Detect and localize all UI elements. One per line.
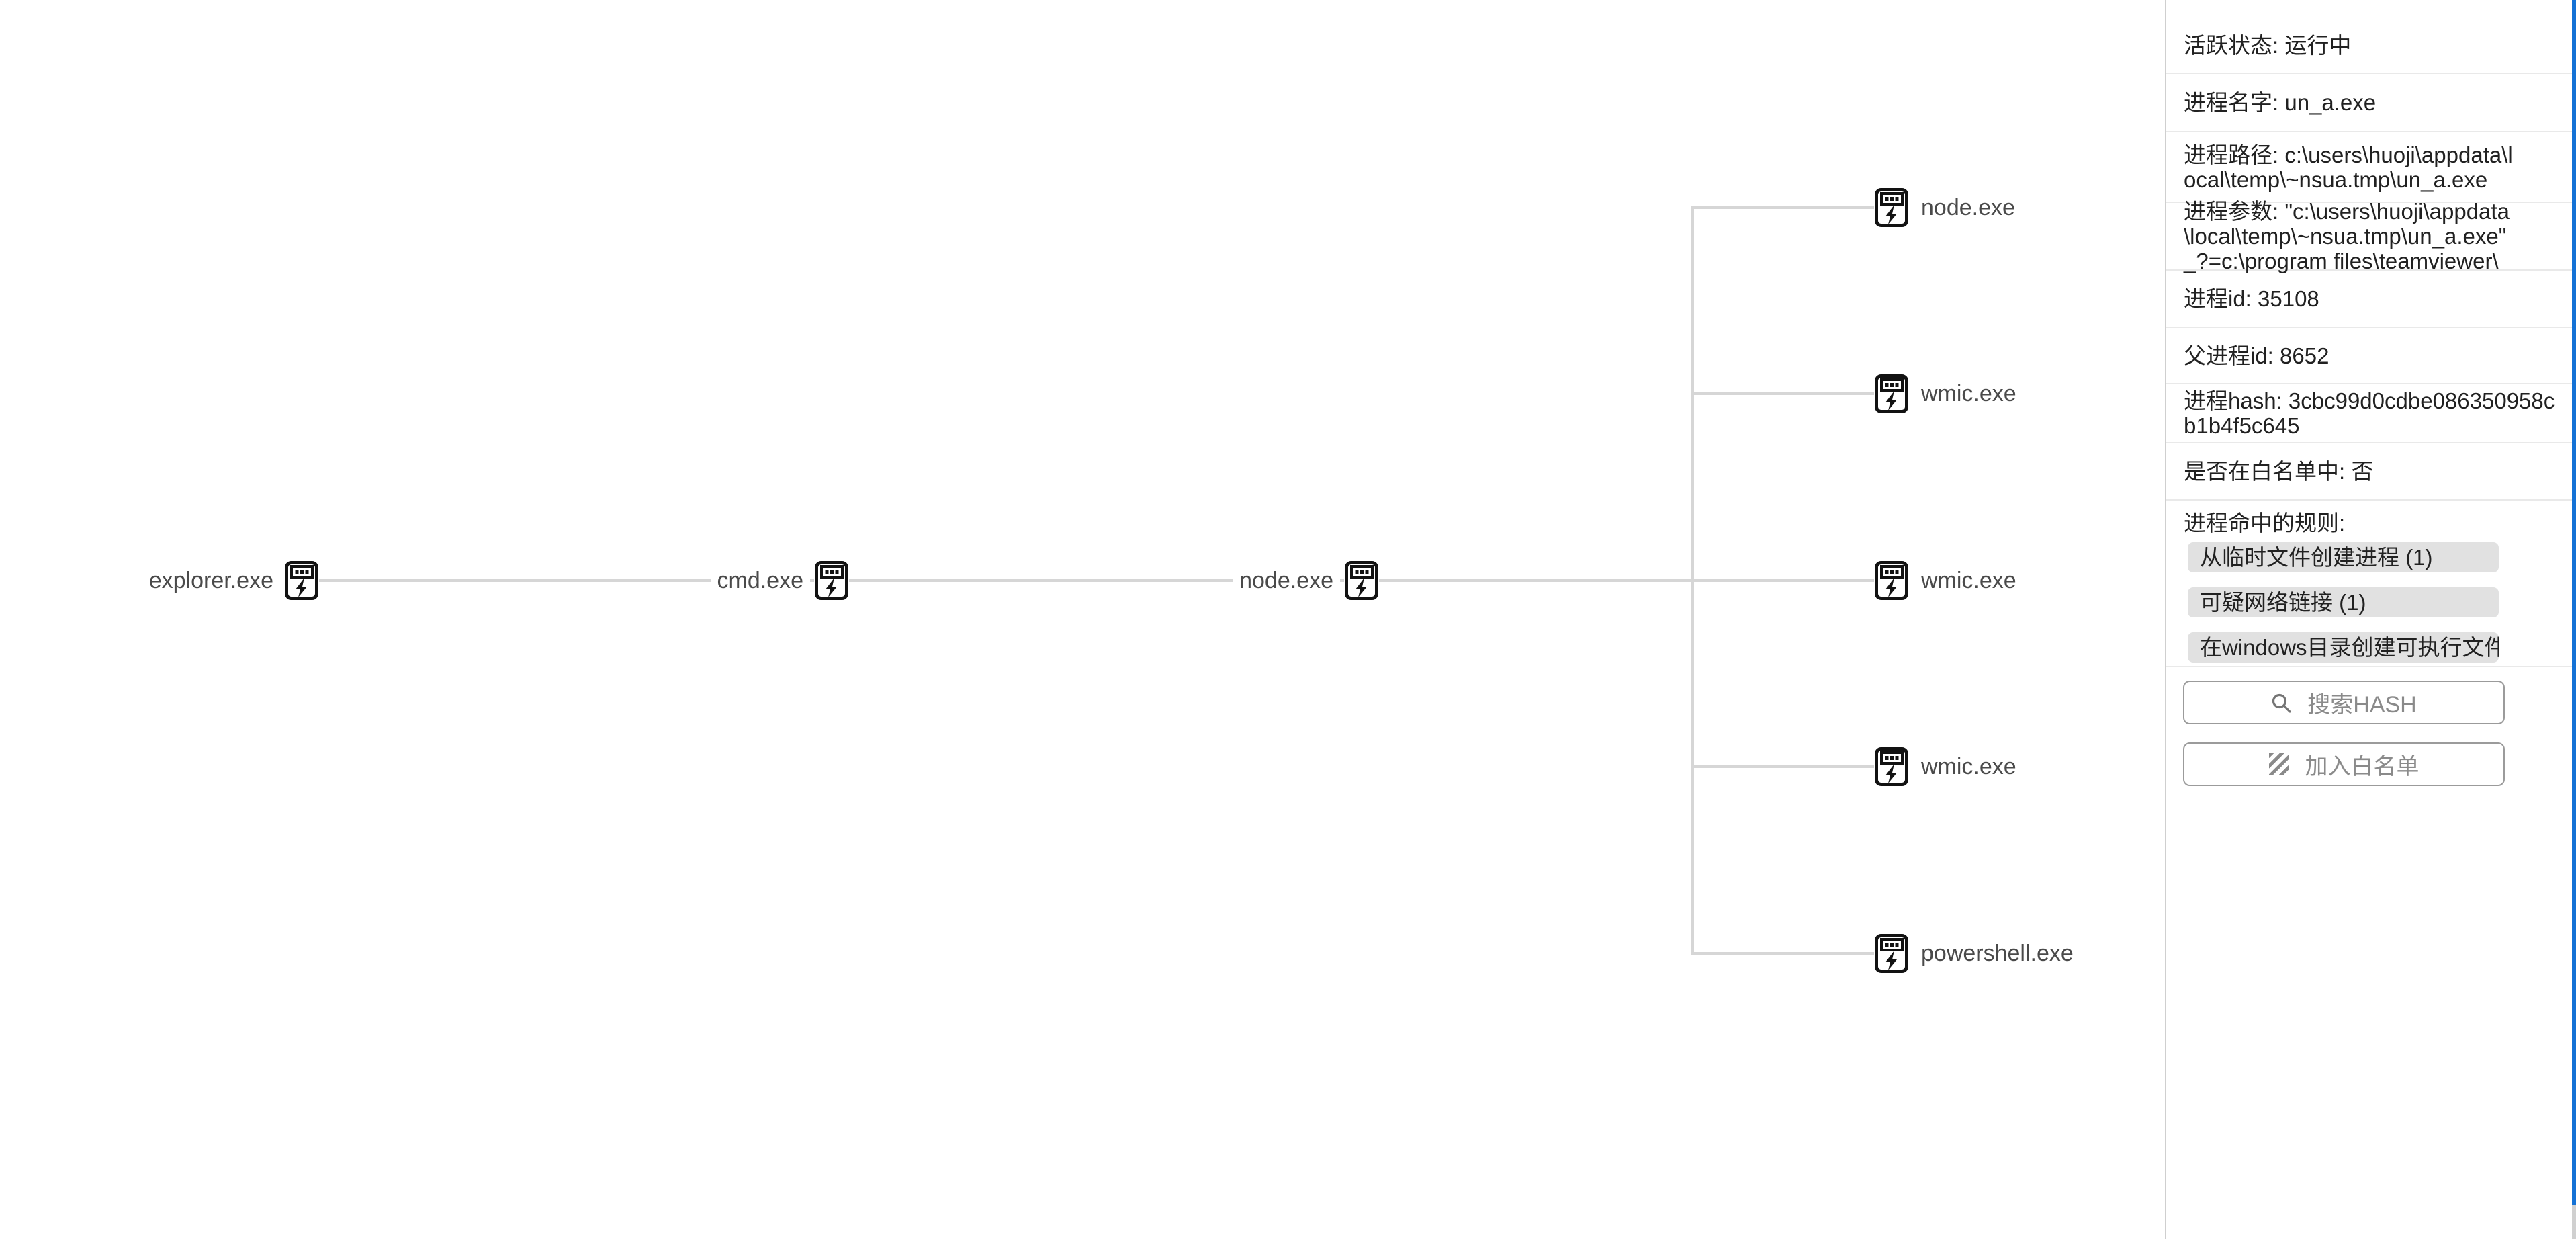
process-icon bbox=[1874, 374, 1909, 414]
detail-row-process-hash: 进程hash: 3cbc99d0cdbe086350958cb1b4f5c645 bbox=[2166, 384, 2576, 443]
detail-row-process-args: 进程参数: "c:\users\huoji\appdata\local\temp… bbox=[2166, 199, 2576, 273]
tree-node-child-wmic-2[interactable]: wmic.exe bbox=[1874, 560, 2023, 601]
tree-node-child-powershell[interactable]: powershell.exe bbox=[1874, 933, 2080, 974]
scrollbar-track[interactable] bbox=[2572, 1205, 2576, 1239]
rule-chip-suspicious-network[interactable]: 可疑网络链接 (1) bbox=[2188, 587, 2499, 617]
search-hash-button[interactable]: 搜索HASH bbox=[2183, 681, 2505, 724]
tree-node-child-wmic-1[interactable]: wmic.exe bbox=[1874, 374, 2023, 414]
process-icon bbox=[1344, 560, 1379, 601]
process-icon bbox=[1874, 746, 1909, 787]
rule-chip-temp-file-process[interactable]: 从临时文件创建进程 (1) bbox=[2188, 542, 2499, 572]
process-icon bbox=[814, 560, 849, 601]
detail-row-process-id: 进程id: 35108 bbox=[2166, 271, 2576, 328]
tree-connector-child-5 bbox=[1693, 952, 1875, 955]
matched-rules-section: 进程命中的规则: 从临时文件创建进程 (1) 可疑网络链接 (1) 在windo… bbox=[2166, 501, 2576, 667]
process-label: cmd.exe bbox=[710, 564, 810, 597]
process-label: wmic.exe bbox=[1914, 751, 2023, 783]
process-label: node.exe bbox=[1233, 564, 1340, 597]
tree-connector-child-1 bbox=[1693, 206, 1875, 209]
matched-rules-header: 进程命中的规则: bbox=[2184, 511, 2346, 536]
search-hash-label: 搜索HASH bbox=[2307, 692, 2417, 718]
rule-chip-windows-dir-executable[interactable]: 在windows目录创建可执行文件 (7) bbox=[2188, 632, 2499, 663]
add-whitelist-label: 加入白名单 bbox=[2305, 754, 2419, 779]
tree-connector-child-4 bbox=[1693, 765, 1875, 768]
add-whitelist-button[interactable]: 加入白名单 bbox=[2183, 742, 2505, 786]
process-label: wmic.exe bbox=[1914, 378, 2023, 410]
tree-connector-main-horizontal bbox=[306, 579, 1881, 582]
scrollbar-thumb[interactable] bbox=[2572, 0, 2576, 1205]
process-icon bbox=[1874, 933, 1909, 974]
search-icon bbox=[2272, 693, 2291, 713]
detail-row-parent-process-id: 父进程id: 8652 bbox=[2166, 328, 2576, 384]
process-icon bbox=[284, 560, 319, 601]
hatch-stripes-icon bbox=[2268, 753, 2289, 775]
tree-connector-child-2 bbox=[1693, 392, 1875, 395]
tree-node-cmd[interactable]: cmd.exe bbox=[532, 560, 849, 601]
process-icon bbox=[1874, 560, 1909, 601]
process-label: explorer.exe bbox=[142, 564, 280, 597]
process-icon bbox=[1874, 187, 1909, 228]
tree-node-explorer[interactable]: explorer.exe bbox=[2, 560, 319, 601]
detail-row-active-state: 活跃状态: 运行中 bbox=[2166, 0, 2576, 74]
process-label: wmic.exe bbox=[1914, 564, 2023, 597]
process-label: node.exe bbox=[1914, 191, 2022, 224]
tree-node-child-node[interactable]: node.exe bbox=[1874, 187, 2022, 228]
tree-node-child-wmic-3[interactable]: wmic.exe bbox=[1874, 746, 2023, 787]
tree-node-node[interactable]: node.exe bbox=[1062, 560, 1379, 601]
process-details-panel: 活跃状态: 运行中 进程名字: un_a.exe 进程路径: c:\users\… bbox=[2165, 0, 2576, 1239]
tree-connector-trunk-vertical bbox=[1691, 206, 1694, 955]
process-label: powershell.exe bbox=[1914, 937, 2080, 970]
detail-row-process-path: 进程路径: c:\users\huoji\appdata\local\temp\… bbox=[2166, 132, 2576, 203]
detail-row-whitelist-state: 是否在白名单中: 否 bbox=[2166, 443, 2576, 501]
detail-row-process-name: 进程名字: un_a.exe bbox=[2166, 74, 2576, 132]
